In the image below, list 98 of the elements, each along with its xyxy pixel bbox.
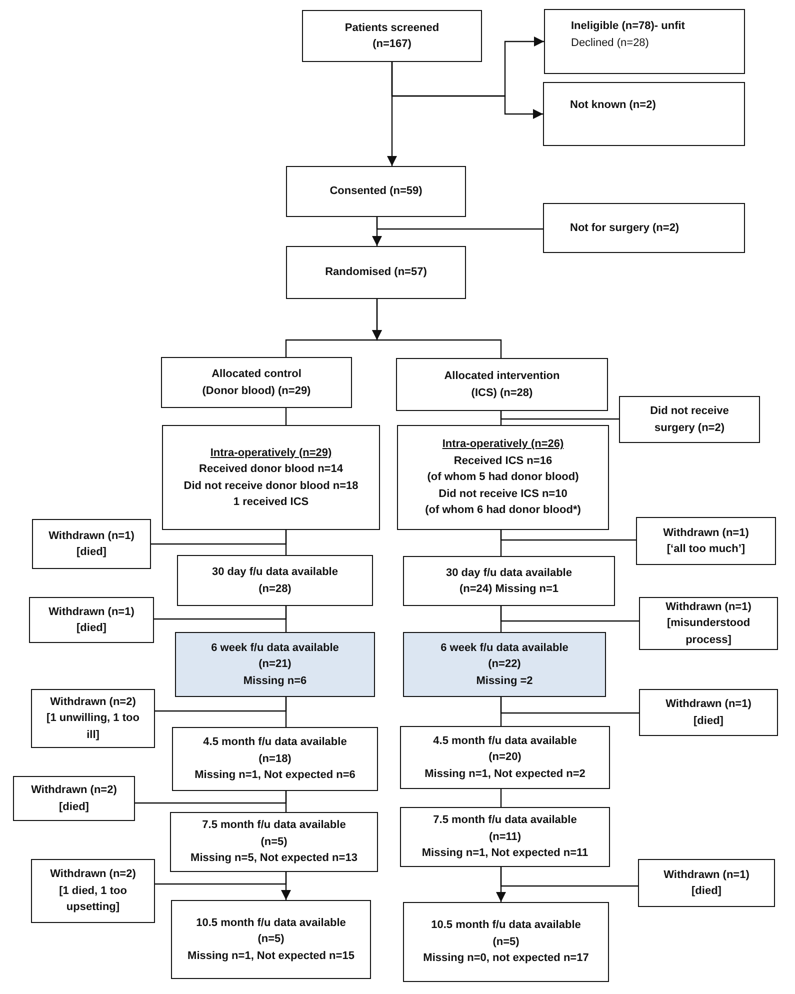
process-box <box>302 10 482 62</box>
box-text: Withdrawn (n=2) <box>31 783 117 798</box>
box-text: [died] <box>59 800 89 814</box>
highlighted-process-box <box>175 632 375 697</box>
box-text: [‘all too much’] <box>666 542 746 557</box>
process-box <box>29 597 154 643</box>
box-text: Withdrawn (n=1) <box>666 600 752 615</box>
box-text: (of whom 6 had donor blood*) <box>425 503 581 518</box>
box-text: 1 received ICS <box>233 495 309 510</box>
box-text: Withdrawn (n=1) <box>48 528 134 544</box>
process-box <box>543 203 745 253</box>
box-text: (n=5) <box>260 834 288 850</box>
process-box <box>639 689 778 736</box>
box-text: (n=22) <box>488 657 521 672</box>
box-text: (n=21) <box>258 657 292 672</box>
box-text: Allocated control <box>212 367 302 382</box>
box-text: [misunderstood process] <box>666 616 752 648</box>
box-text: Consented (n=59) <box>330 184 422 200</box>
box-text: (n=5) <box>258 932 284 948</box>
box-text: Did not receive ICS n=10 <box>438 486 568 502</box>
box-text: Withdrawn (n=2) <box>50 867 136 882</box>
box-text: [died] <box>692 884 722 899</box>
box-text: Withdrawn (n=1) <box>664 868 750 882</box>
box-text: 10.5 month f/u data available <box>431 918 581 934</box>
box-text: Randomised (n=57) <box>325 265 427 280</box>
process-box <box>31 859 155 923</box>
box-text: 7.5 month f/u data available <box>433 813 577 828</box>
process-box <box>13 776 135 821</box>
box-text: 4.5 month f/u data available <box>433 734 577 749</box>
box-text: Declined (n=28) <box>571 36 649 50</box>
box-text: Withdrawn (n=1) <box>666 697 752 712</box>
process-box <box>403 902 609 982</box>
box-text: Allocated intervention <box>444 369 560 384</box>
box-text: Did not receive donor blood n=18 <box>184 478 358 494</box>
process-box <box>639 597 778 650</box>
box-text: Withdrawn (n=2) <box>50 694 136 710</box>
process-box <box>543 82 745 146</box>
box-text: 10.5 month f/u data available <box>196 916 346 931</box>
box-text: Received donor blood n=14 <box>199 462 343 477</box>
box-text: (n=28) <box>258 582 292 596</box>
process-box <box>32 519 151 569</box>
box-text: Received ICS n=16 <box>454 454 552 469</box>
box-text: Did not receive surgery (n=2) <box>649 404 730 436</box>
box-text: (n=20) <box>488 750 522 766</box>
process-box <box>636 517 776 565</box>
box-text: Missing n=5, Not expected n=13 <box>190 851 358 866</box>
process-box <box>400 807 610 867</box>
box-text: (of whom 5 had donor blood) <box>427 470 579 486</box>
box-text: (ICS) (n=28) <box>471 386 533 400</box>
box-text: Missing n=1, Not expected n=15 <box>188 948 354 964</box>
box-text: [1 died, 1 too upsetting] <box>58 884 128 916</box>
process-box <box>396 358 608 411</box>
process-box <box>286 246 466 299</box>
process-box <box>619 396 760 443</box>
box-text: 4.5 month f/u data available <box>203 735 347 750</box>
box-text: (n=24) Missing n=1 <box>459 582 559 597</box>
process-box <box>403 556 615 606</box>
box-text: Missing n=0, not expected n=17 <box>423 951 589 966</box>
box-text: (n=18) <box>258 752 292 767</box>
box-text: [1 unwilling, 1 too ill] <box>46 711 140 743</box>
process-box <box>397 425 609 530</box>
box-text: (n=5) <box>492 934 520 950</box>
box-text: Patients screened <box>344 20 440 36</box>
box-text: (n=167) <box>372 37 412 52</box>
box-text: Missing n=1, Not expected n=2 <box>424 766 586 782</box>
process-box <box>171 900 371 979</box>
box-heading: Intra-operatively (n=29) <box>210 446 332 460</box>
box-text: Withdrawn (n=1) <box>48 604 134 620</box>
box-text: Not for surgery (n=2) <box>570 220 680 236</box>
box-text: Withdrawn (n=1) <box>663 526 749 540</box>
process-box <box>400 726 610 789</box>
process-box <box>170 812 378 872</box>
box-text: 6 week f/u data available <box>440 640 568 656</box>
box-text: Not known (n=2) <box>570 98 656 113</box>
process-box <box>177 555 373 606</box>
process-box <box>161 357 352 408</box>
box-text: [died] <box>76 621 106 636</box>
process-box <box>31 689 155 748</box>
process-box <box>162 425 380 530</box>
box-text: Missing n=6 <box>243 674 307 689</box>
box-text: (n=11) <box>488 830 522 845</box>
process-box <box>286 166 466 217</box>
box-text: 7.5 month f/u data available <box>202 818 346 834</box>
box-text: 6 week f/u data available <box>211 640 339 656</box>
box-text: 30 day f/u data available <box>446 566 572 580</box>
box-heading: Intra-operatively (n=26) <box>442 437 564 452</box>
box-text: (Donor blood) (n=29) <box>202 384 311 398</box>
process-box <box>544 9 745 74</box>
process-box <box>172 727 378 791</box>
box-text: Missing n=1, Not expected n=11 <box>422 846 588 862</box>
box-text: Ineligible (n=78)- unfit <box>571 19 685 34</box>
box-text: 30 day f/u data available <box>212 565 338 580</box>
highlighted-process-box <box>403 632 606 697</box>
process-box <box>638 859 775 907</box>
box-text: [died] <box>76 545 106 560</box>
box-text: Missing n=1, Not expected n=6 <box>194 768 356 784</box>
box-text: Missing =2 <box>476 674 533 689</box>
box-text: [died] <box>694 714 724 728</box>
